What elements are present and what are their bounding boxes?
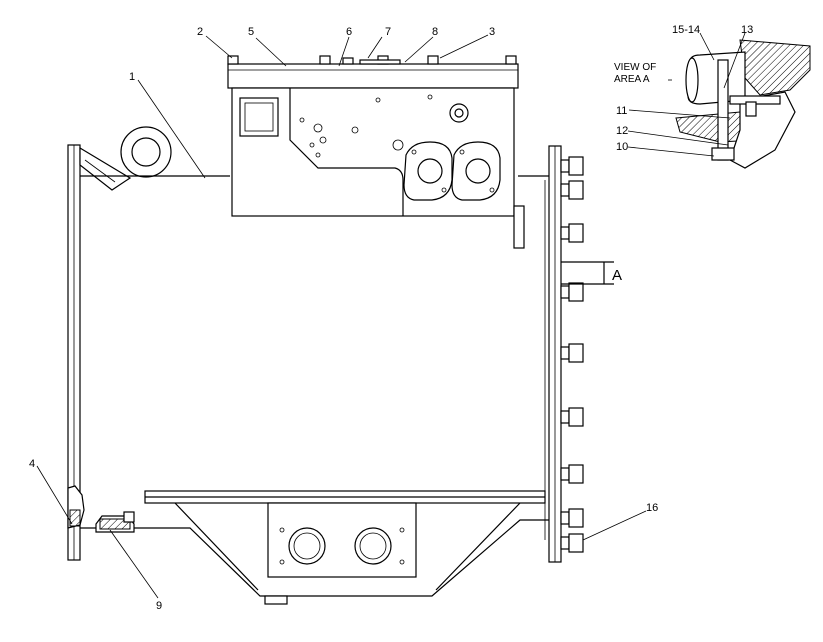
leader-lines bbox=[36, 32, 746, 599]
bolt bbox=[560, 282, 584, 302]
callout-13: 13 bbox=[741, 24, 753, 36]
bottom-crossmember bbox=[80, 490, 549, 605]
detail-view-area-a bbox=[668, 39, 811, 169]
callout-9: 9 bbox=[156, 600, 162, 612]
bolt bbox=[560, 156, 584, 176]
bolt-row bbox=[560, 156, 614, 553]
callout-16: 16 bbox=[646, 502, 658, 514]
left-side-plate bbox=[67, 144, 132, 561]
bolt bbox=[560, 407, 584, 427]
callout-2: 2 bbox=[197, 26, 203, 38]
section-marker: A bbox=[612, 267, 622, 284]
callout-3: 3 bbox=[489, 26, 495, 38]
view-label-line1: VIEW OF bbox=[614, 62, 656, 73]
tube-fitting bbox=[80, 126, 230, 178]
bolt bbox=[560, 343, 584, 363]
callout-12: 12 bbox=[616, 125, 628, 137]
callout-6: 6 bbox=[346, 26, 352, 38]
callout-15-14: 15-14 bbox=[672, 24, 700, 36]
bolt bbox=[560, 223, 584, 243]
callouts: 1 2 5 6 7 8 3 4 9 16 15-14 13 11 12 10 bbox=[29, 24, 753, 612]
bolt bbox=[560, 464, 584, 484]
callout-5: 5 bbox=[248, 26, 254, 38]
callout-11: 11 bbox=[616, 105, 627, 117]
callout-4: 4 bbox=[29, 458, 35, 470]
callout-8: 8 bbox=[432, 26, 438, 38]
bolt bbox=[560, 180, 584, 200]
valve-body bbox=[227, 55, 525, 249]
bolt bbox=[560, 508, 584, 528]
callout-10: 10 bbox=[616, 141, 628, 153]
view-label-line2: AREA A bbox=[614, 74, 650, 85]
callout-1: 1 bbox=[129, 71, 135, 83]
bolt bbox=[560, 533, 584, 553]
callout-7: 7 bbox=[385, 26, 391, 38]
